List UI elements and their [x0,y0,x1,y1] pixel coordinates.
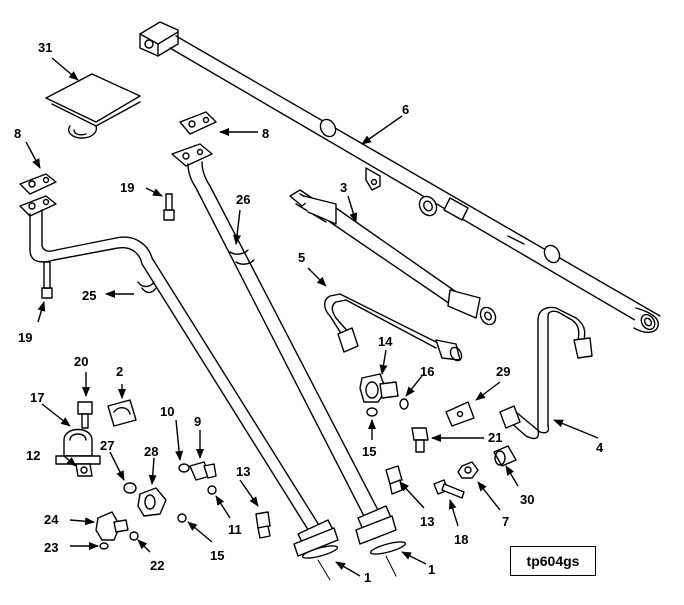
pipe-part-26 [187,161,407,555]
callout-13-left: 13 [236,464,250,479]
callout-19-center: 19 [120,180,134,195]
pipe-part-25 [29,209,339,559]
sleeve-part-30 [493,445,517,467]
o-ring-part-10 [178,463,190,473]
callout-17: 17 [30,390,44,405]
o-ring-part-15-center [366,407,378,417]
callout-15-left: 15 [210,548,224,563]
callout-15-center: 15 [362,444,376,459]
callout-29: 29 [496,364,510,379]
bolt-part-19-center [163,193,175,221]
callout-13-right: 13 [420,514,434,529]
figure-id-label: tp604gs [510,546,596,576]
tube-part-4 [499,306,593,440]
callout-8-center: 8 [262,126,269,141]
callout-28: 28 [144,444,158,459]
hose-part-3 [289,189,497,326]
bolt-part-18 [433,479,465,499]
callout-25: 25 [82,288,96,303]
callout-12: 12 [26,448,40,463]
o-ring-part-11 [207,485,217,495]
elbow-part-24 [95,511,129,541]
callout-8-left: 8 [14,126,21,141]
clamp-part-2 [107,399,137,427]
tube-part-5 [324,293,463,362]
callout-1-right: 1 [428,562,435,577]
callout-31: 31 [38,40,52,55]
callout-30: 30 [520,492,534,507]
fitting-part-13-left [255,511,271,539]
fitting-part-9 [189,461,217,481]
callout-26: 26 [236,192,250,207]
clamp-part-17 [55,428,101,465]
callout-1-left: 1 [364,570,371,585]
bolt-part-20 [77,401,93,429]
callout-5: 5 [298,250,305,265]
fuel-rail-part-6 [139,21,661,333]
flange-gasket-part-8-left [19,173,57,217]
elbow-fitting-part-14 [359,373,399,403]
clip-part-29 [445,401,475,427]
callout-18: 18 [454,532,468,547]
o-ring-part-23 [99,542,109,550]
bolt-part-19-left [41,261,53,299]
callout-9: 9 [194,414,201,429]
callout-labels: 31 6 8 8 19 26 3 25 19 5 14 16 29 4 15 2… [14,40,604,585]
o-ring-part-22 [129,531,139,541]
callout-2: 2 [116,364,123,379]
callout-14: 14 [378,334,393,349]
fitting-part-13-right [385,465,403,495]
callout-10: 10 [160,404,174,419]
flange-gasket-part-8-center [171,111,217,167]
o-ring-part-15-left [177,513,187,523]
callout-24: 24 [44,512,59,527]
o-ring-part-16 [399,398,409,410]
nut-part-7 [457,461,479,479]
callout-arrows [25,57,599,577]
callout-3: 3 [340,180,347,195]
adapter-part-28 [137,487,167,517]
callout-20: 20 [74,354,88,369]
callout-22: 22 [150,558,164,573]
bolt-part-21 [411,427,429,453]
callout-21: 21 [488,430,502,445]
callout-4: 4 [596,440,604,455]
o-ring-part-27 [123,482,137,494]
callout-6: 6 [402,102,409,117]
callout-23: 23 [44,540,58,555]
callout-16: 16 [420,364,434,379]
callout-7: 7 [502,514,509,529]
gasket-part-31 [45,73,141,139]
callout-27: 27 [100,438,114,453]
nut-part-12 [75,463,93,477]
callout-19-left: 19 [18,330,32,345]
callout-11: 11 [228,522,242,537]
